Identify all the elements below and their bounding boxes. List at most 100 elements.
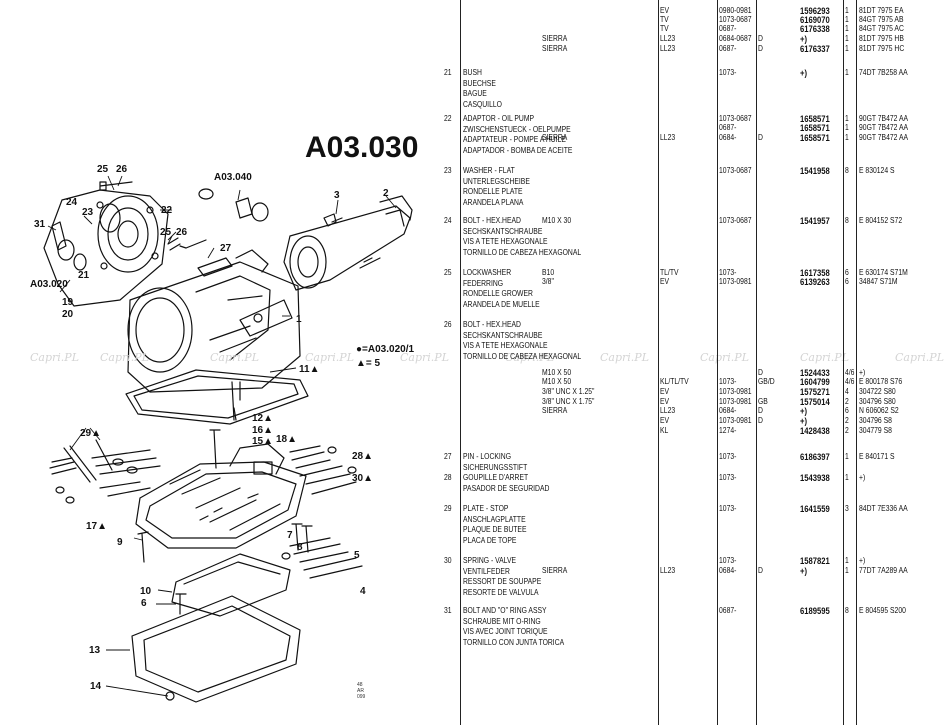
- callout-14: 14: [90, 681, 102, 692]
- watermark: Capri.PL: [210, 351, 259, 364]
- cell-pn: 1543938: [800, 473, 830, 483]
- callout-11: 11▲: [299, 364, 320, 375]
- cell-desc: PLATE - STOP: [463, 504, 509, 513]
- column-divider: [756, 0, 757, 725]
- callout-10: 10: [140, 586, 152, 597]
- callout-21: 21: [78, 270, 90, 281]
- cell-qty: 2: [845, 416, 849, 425]
- callout-9: 9: [117, 537, 123, 548]
- cell-ref: 304779 S8: [859, 426, 892, 435]
- cell-desc: SECHSKANTSCHRAUBE: [463, 330, 543, 340]
- cell-spec: SIERRA: [542, 406, 568, 415]
- cell-pn: 1658571: [800, 133, 830, 143]
- oil-pump: [51, 203, 121, 251]
- cell-ref: 90GT 7B472 AA: [859, 123, 909, 132]
- cell-no: 24: [444, 216, 452, 225]
- cell-engine: EV: [660, 6, 670, 15]
- transmission-case: [127, 249, 301, 393]
- cell-ref: 84GT 7975 AC: [859, 24, 904, 33]
- cell-ref: 34847 S71M: [859, 277, 898, 286]
- cell-date: 1073-0687: [719, 166, 752, 175]
- extension-housing: [283, 195, 413, 291]
- cell-qty: 8: [845, 166, 849, 175]
- bolts-lower: [137, 523, 313, 615]
- cell-engine: TV: [660, 24, 669, 33]
- cell-no: 23: [444, 166, 452, 175]
- cell-date: 1073-0687: [719, 15, 752, 24]
- callout-26b: 26: [176, 227, 188, 238]
- watermark: Capri.PL: [30, 351, 79, 364]
- callout-17: 17▲: [86, 521, 108, 532]
- cell-spec: 3/8" UNC X 1.25": [542, 387, 595, 396]
- callout-1: 1: [296, 314, 302, 325]
- cell-desc: ARANDELA DE MUELLE: [463, 299, 540, 309]
- callout-16: 16▲: [252, 425, 274, 436]
- cell-pn: 1428438: [800, 426, 830, 436]
- cell-ref: +): [859, 556, 866, 565]
- cell-date: 0684-0687: [719, 34, 752, 43]
- cell-desc: TORNILLO CON JUNTA TORICA: [463, 637, 565, 647]
- watermark: Capri.PL: [505, 351, 554, 364]
- cell-qty: 1: [845, 68, 849, 77]
- cell-qty: 4/6: [845, 377, 855, 386]
- cell-desc: CASQUILLO: [463, 99, 502, 109]
- cell-engine: EV: [660, 277, 670, 286]
- cell-ref: E 804595 S200: [859, 606, 906, 615]
- cell-gb: D: [758, 133, 763, 142]
- cell-desc: ANSCHLAGPLATTE: [463, 514, 526, 524]
- callout-26: 26: [116, 164, 128, 175]
- cell-pn: 1596293: [800, 6, 830, 16]
- cell-desc: VENTILFEDER: [463, 566, 510, 576]
- cell-pn: +): [800, 68, 808, 78]
- cell-date: 1073-: [719, 473, 737, 482]
- cell-date: 0684-: [719, 566, 737, 575]
- cell-spec: B10: [542, 268, 555, 277]
- callout-5: 5: [354, 550, 360, 561]
- cell-qty: 6: [845, 406, 849, 415]
- cell-desc: BUSH: [463, 68, 482, 77]
- print-mark-line: 48: [357, 682, 363, 688]
- cell-pn: +): [800, 416, 808, 426]
- oil-pan: [131, 595, 301, 703]
- exploded-diagram: A03.030 25 26 A03.040 3 2 22 24 23 31 21…: [0, 0, 440, 725]
- cell-ref: 81DT 7975 HC: [859, 44, 905, 53]
- cell-desc: BOLT - HEX.HEAD: [463, 216, 521, 225]
- cell-spec: SIERRA: [542, 133, 568, 142]
- cell-gb: D: [758, 44, 763, 53]
- cell-qty: 1: [845, 114, 849, 123]
- cell-qty: 1: [845, 44, 849, 53]
- cell-desc: ARANDELA PLANA: [463, 197, 524, 207]
- cell-date: 0684-: [719, 133, 737, 142]
- cell-ref: +): [859, 368, 866, 377]
- cell-no: 27: [444, 452, 452, 461]
- cell-date: 1274-: [719, 426, 737, 435]
- cell-gb: D: [758, 566, 763, 575]
- cell-desc: ADAPTOR - OIL PUMP: [463, 114, 535, 123]
- cell-ref: 77DT 7A289 AA: [859, 566, 908, 575]
- callout-13: 13: [89, 645, 101, 656]
- callout-23: 23: [82, 207, 94, 218]
- cell-ref: E 800178 S76: [859, 377, 903, 386]
- callout-24: 24: [66, 197, 78, 208]
- cell-desc: SPRING - VALVE: [463, 556, 517, 565]
- print-mark-line: 099: [357, 694, 366, 700]
- cell-desc: VIS A TETE HEXAGONALE: [463, 237, 548, 246]
- cell-engine: KL/TL/TV: [660, 377, 689, 386]
- callout-29: 29▲: [80, 428, 102, 439]
- column-divider: [843, 0, 844, 725]
- oil-pan-gasket-11: [125, 369, 309, 425]
- cell-qty: 1: [845, 24, 849, 33]
- column-divider: [658, 0, 659, 725]
- cell-qty: 3: [845, 504, 849, 513]
- cell-date: 0687-: [719, 606, 737, 615]
- cell-spec: M10 X 50: [542, 377, 572, 386]
- cell-gb: D: [758, 416, 763, 425]
- cell-pn: 1658571: [800, 114, 830, 124]
- callout-15: 15▲: [252, 436, 274, 447]
- cell-no: 22: [444, 114, 452, 123]
- callout-8: 8: [297, 542, 303, 553]
- callout-22: 22: [161, 205, 173, 216]
- cell-date: 0687-: [719, 123, 737, 132]
